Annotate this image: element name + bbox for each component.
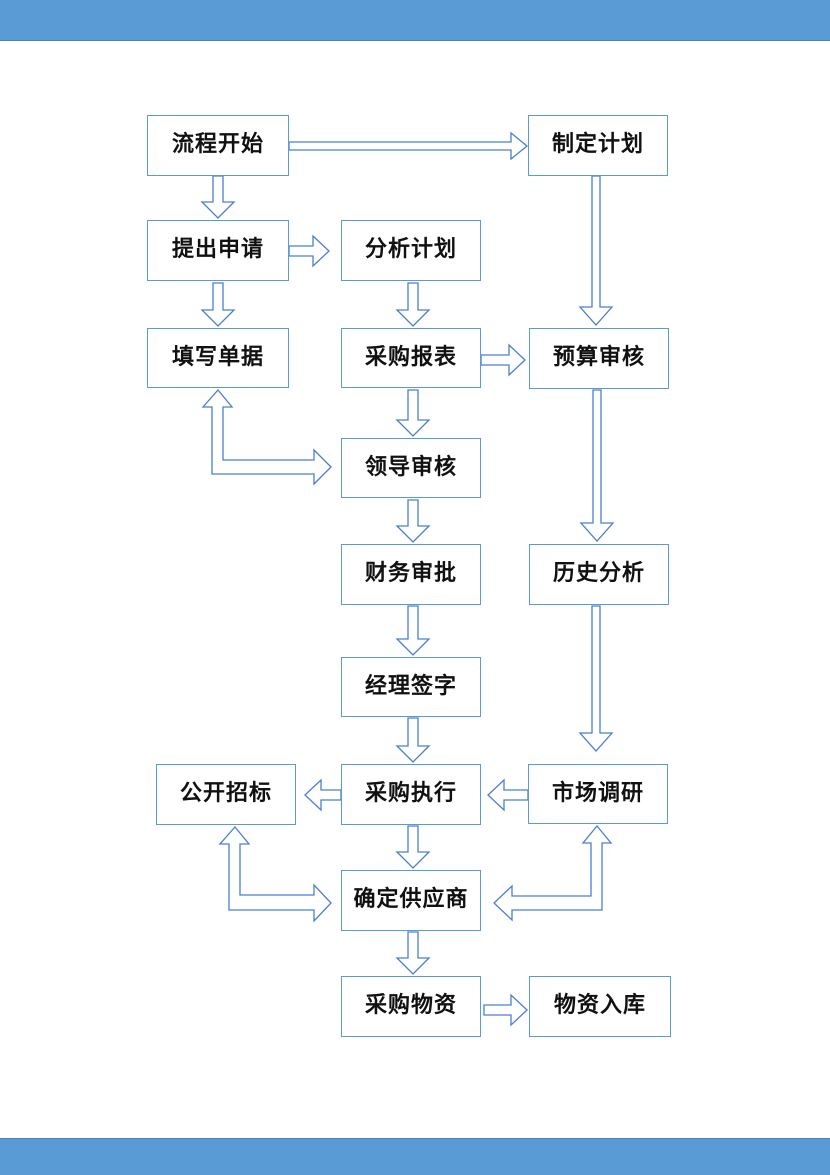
arrow-report-to-budget [480, 343, 526, 377]
node-choose-supplier-label: 确定供应商 [353, 887, 469, 912]
node-start: 流程开始 [147, 115, 289, 176]
node-market-research: 市场调研 [528, 764, 668, 824]
header-band [0, 0, 830, 41]
node-history-analysis-label: 历史分析 [552, 561, 645, 586]
node-leader-review: 领导审核 [341, 438, 481, 498]
node-history-analysis: 历史分析 [529, 544, 669, 605]
node-purchase-execute-label: 采购执行 [364, 781, 457, 806]
footer-band [0, 1138, 830, 1175]
node-purchase-materials-label: 采购物资 [364, 993, 457, 1018]
node-finance-approve-label: 财务审批 [364, 561, 457, 586]
arrow-market-supplier [493, 824, 613, 922]
node-apply-label: 提出申请 [171, 237, 264, 262]
node-finance-approve: 财务审批 [341, 544, 481, 605]
node-public-tender: 公开招标 [156, 764, 296, 825]
node-purchase-execute: 采购执行 [341, 764, 481, 825]
node-public-tender-label: 公开招标 [179, 781, 272, 806]
node-analyze-plan-label: 分析计划 [364, 237, 457, 262]
arrow-analyze-to-report [395, 282, 431, 327]
arrow-start-to-apply [200, 175, 236, 219]
arrow-supplier-to-materials [395, 931, 431, 975]
node-budget-review: 预算审核 [529, 328, 669, 389]
arrow-manager-to-execute [395, 717, 431, 763]
node-purchase-report: 采购报表 [341, 328, 481, 388]
node-materials-storage: 物资入库 [529, 976, 671, 1037]
node-fill-form: 填写单据 [147, 328, 289, 388]
arrow-history-to-market [578, 605, 614, 752]
node-apply: 提出申请 [147, 220, 289, 281]
node-purchase-materials: 采购物资 [341, 976, 481, 1037]
node-leader-review-label: 领导审核 [364, 455, 457, 480]
arrow-budget-to-history [579, 389, 615, 542]
arrow-execute-to-supplier [395, 825, 431, 869]
arrow-leader-to-finance [395, 499, 431, 543]
arrow-start-to-plan [288, 131, 529, 161]
node-analyze-plan: 分析计划 [341, 220, 481, 281]
arrow-report-to-leader [395, 389, 431, 437]
arrow-finance-to-manager [395, 605, 431, 656]
node-make-plan-label: 制定计划 [551, 132, 644, 157]
arrow-materials-to-storage [483, 993, 528, 1027]
node-make-plan: 制定计划 [528, 115, 668, 176]
arrow-tender-supplier [218, 825, 332, 923]
node-fill-form-label: 填写单据 [171, 345, 264, 370]
arrow-execute-to-tender [304, 778, 342, 812]
node-choose-supplier: 确定供应商 [341, 870, 481, 931]
node-purchase-report-label: 采购报表 [364, 345, 457, 370]
node-market-research-label: 市场调研 [551, 781, 644, 806]
arrow-fill-leader [201, 388, 332, 486]
node-start-label: 流程开始 [171, 132, 264, 157]
arrow-market-to-execute [487, 778, 529, 812]
node-manager-sign: 经理签字 [341, 657, 481, 717]
node-materials-storage-label: 物资入库 [553, 993, 646, 1018]
node-budget-review-label: 预算审核 [552, 345, 645, 370]
arrow-apply-to-analyze [288, 234, 330, 268]
arrow-plan-to-budget [578, 175, 614, 326]
node-manager-sign-label: 经理签字 [364, 674, 457, 699]
arrow-apply-to-fill [200, 282, 236, 327]
